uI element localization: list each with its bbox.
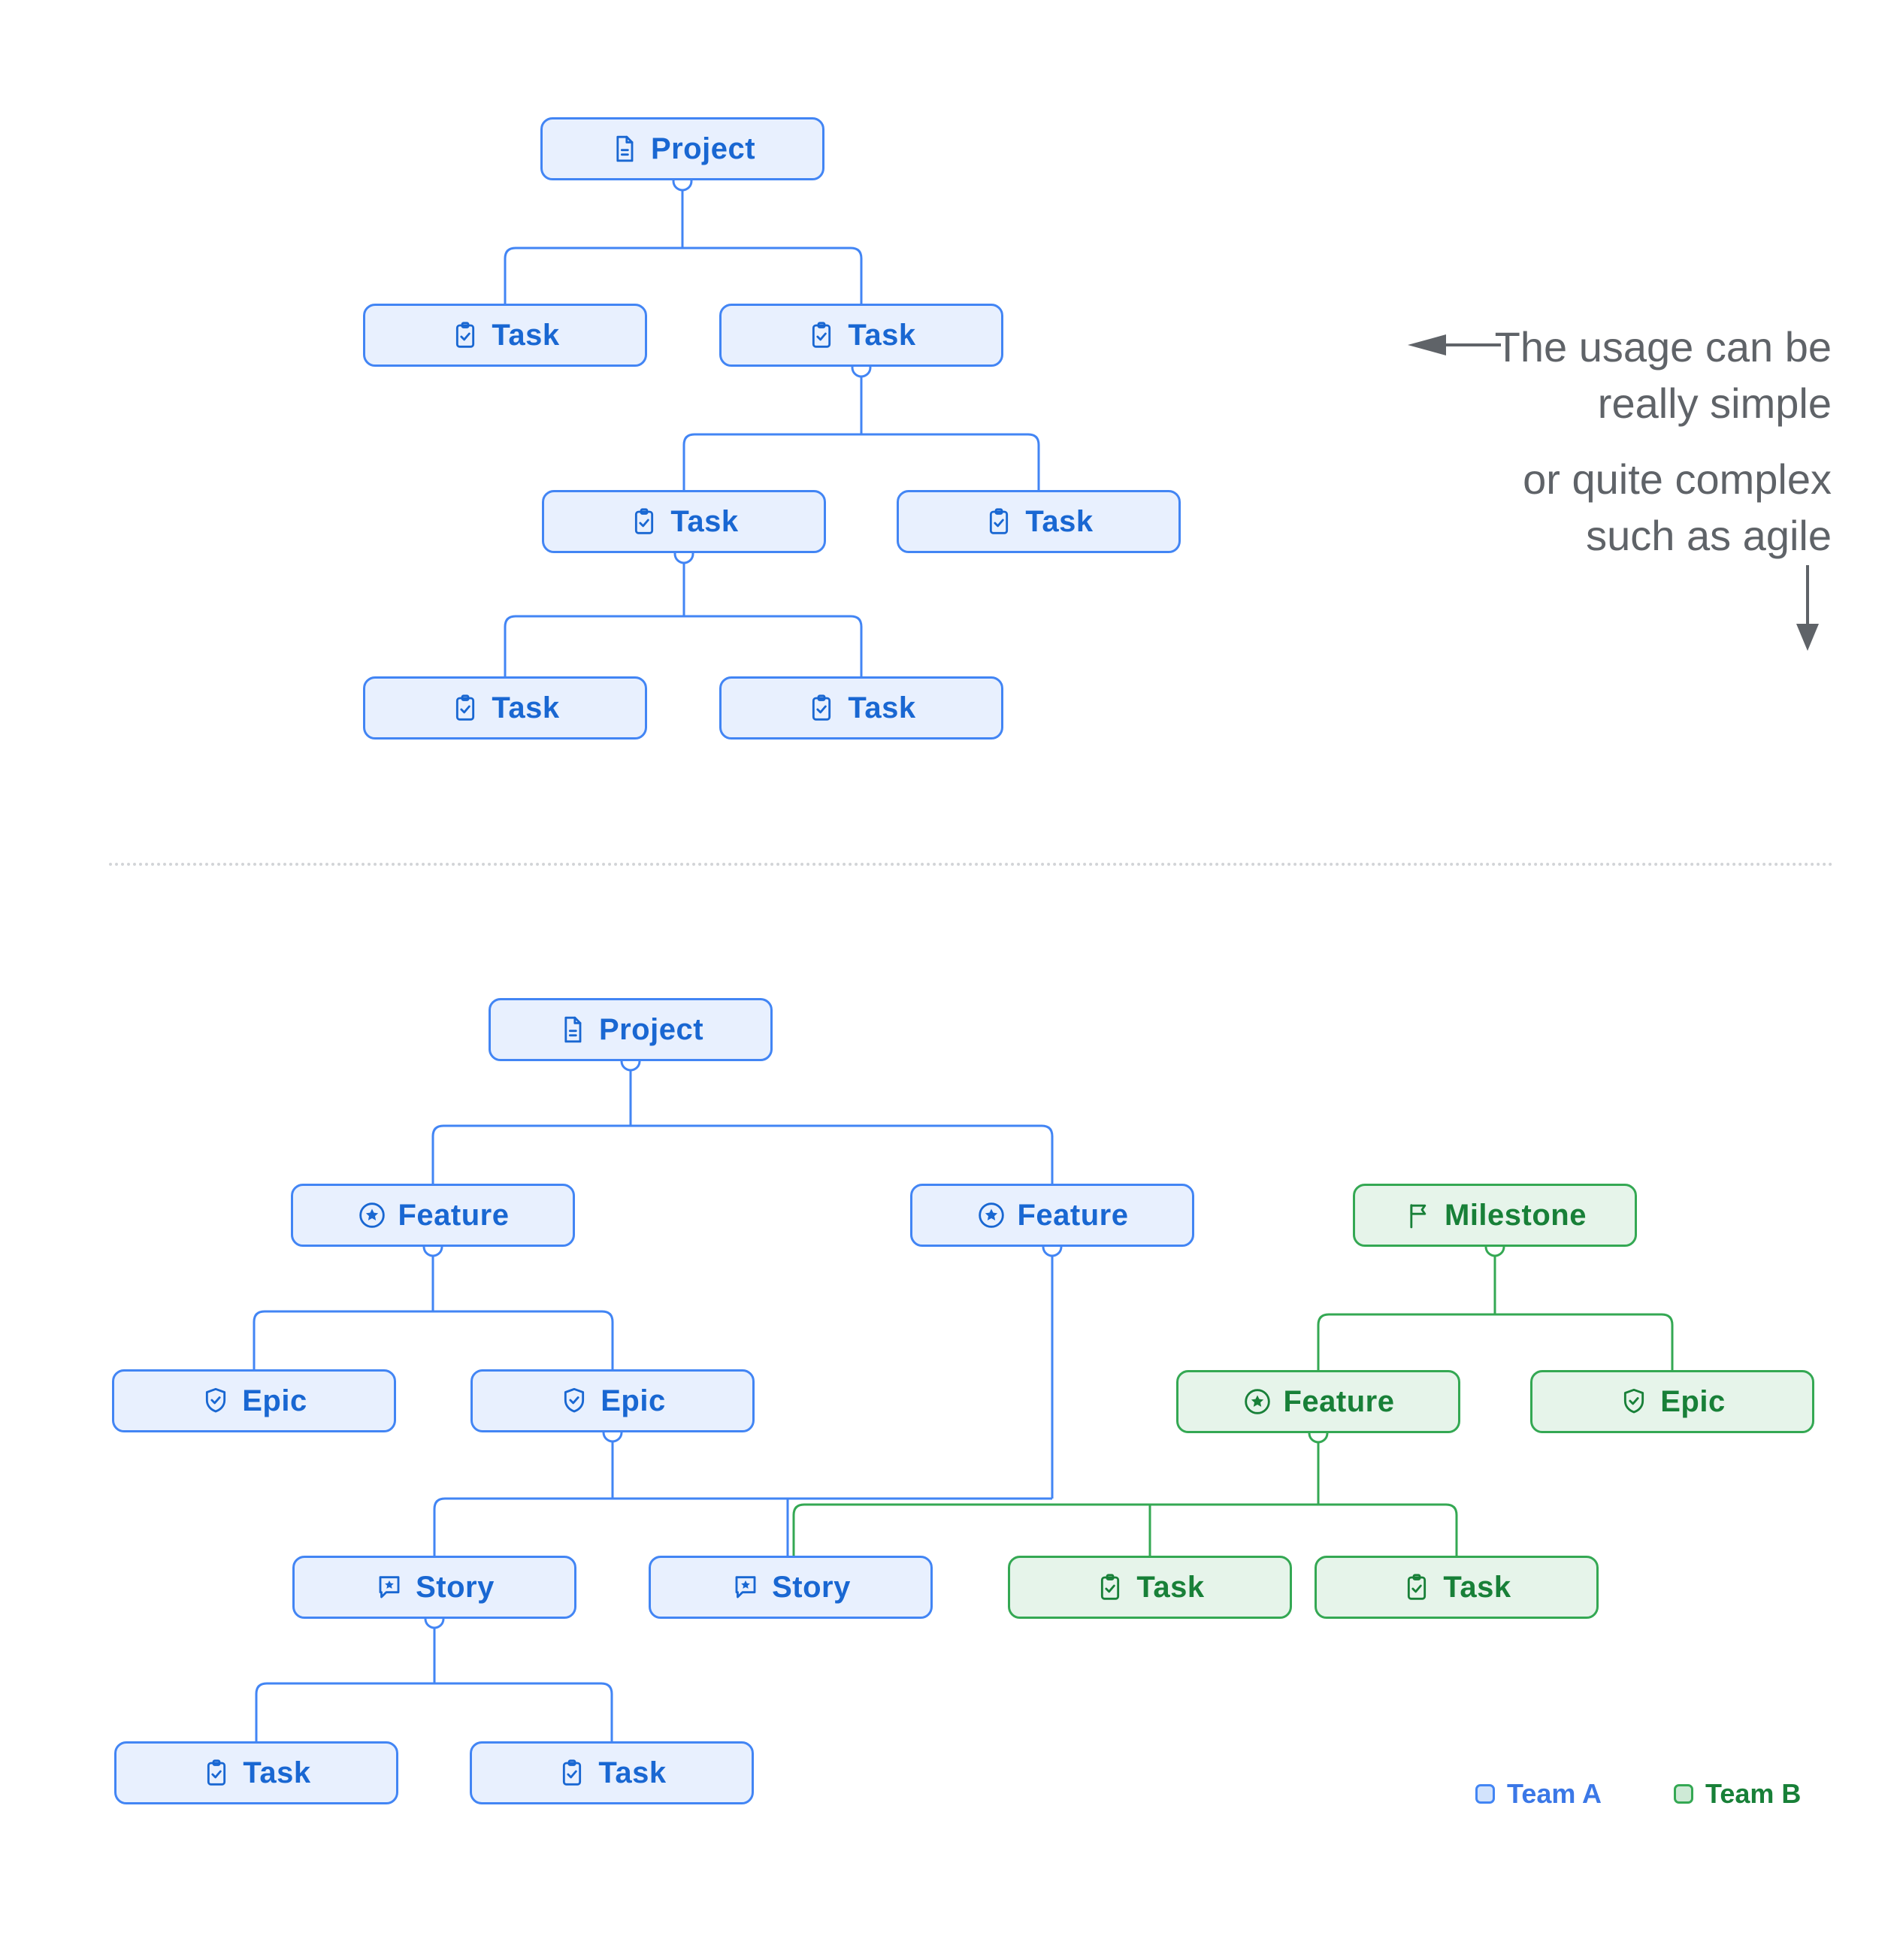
feature-icon [357,1200,387,1230]
task-icon [201,1758,231,1788]
annotation-text: The usage can be really simple or quite … [1260,319,1832,583]
annotation-line: really simple [1597,380,1832,428]
milestone-icon [1403,1200,1433,1230]
node-label: Epic [601,1384,666,1417]
node-label: Epic [242,1384,307,1417]
task-icon [450,693,480,723]
node-task: Task [363,304,647,367]
node-label: Task [598,1756,667,1789]
node-feature: Feature [910,1184,1194,1247]
legend-team-a: Team A [1475,1778,1602,1810]
node-epic: Epic [112,1369,396,1432]
task-icon [806,320,837,350]
legend-team-b: Team B [1674,1778,1801,1810]
annotation-line: The usage can be [1494,323,1832,371]
node-story: Story [292,1556,576,1619]
feature-icon [1242,1387,1272,1417]
node-task: Task [542,490,826,553]
node-label: Project [598,1012,704,1046]
node-task: Task [897,490,1181,553]
node-label: Task [848,318,916,352]
node-project: Project [540,117,824,180]
task-icon [1402,1572,1432,1602]
epic-icon [559,1386,589,1416]
story-icon [731,1572,761,1602]
node-task: Task [114,1741,398,1804]
node-label: Feature [1283,1384,1395,1418]
legend-label: Team A [1507,1778,1602,1809]
node-label: Feature [1017,1198,1129,1232]
task-icon [629,507,659,537]
node-task: Task [363,676,647,740]
node-task: Task [719,676,1003,740]
node-task: Task [719,304,1003,367]
legend-label: Team B [1705,1778,1802,1809]
node-label: Epic [1660,1384,1726,1418]
node-task: Task [1008,1556,1292,1619]
node-label: Task [492,318,560,352]
node-feature: Feature [1176,1370,1460,1433]
node-label: Task [243,1756,311,1789]
task-icon [984,507,1014,537]
node-label: Task [1025,504,1094,538]
node-story: Story [649,1556,933,1619]
node-label: Story [772,1570,851,1604]
node-label: Feature [398,1198,510,1232]
node-task: Task [1315,1556,1599,1619]
annotation-line: such as agile [1586,512,1832,560]
section-separator [109,863,1834,866]
team-a-edges [253,180,1054,1741]
story-icon [374,1572,404,1602]
node-milestone: Milestone [1353,1184,1637,1247]
node-feature: Feature [291,1184,575,1247]
node-epic: Epic [470,1369,755,1432]
node-label: Milestone [1445,1198,1587,1232]
team-b-swatch [1674,1784,1693,1804]
task-icon [557,1758,587,1788]
node-label: Task [492,691,560,724]
annotation-line: or quite complex [1523,455,1832,504]
epic-icon [1619,1387,1649,1417]
node-label: Project [650,132,756,165]
node-label: Task [848,691,916,724]
task-icon [450,320,480,350]
node-project: Project [489,998,773,1061]
team-a-swatch [1475,1784,1495,1804]
document-icon [610,134,640,164]
epic-icon [201,1386,231,1416]
node-label: Task [1136,1570,1205,1604]
node-task: Task [470,1741,754,1804]
node-epic: Epic [1530,1370,1814,1433]
document-icon [558,1015,588,1045]
task-icon [806,693,837,723]
node-label: Story [416,1570,495,1604]
node-label: Task [1443,1570,1511,1604]
feature-icon [976,1200,1006,1230]
task-icon [1095,1572,1125,1602]
node-label: Task [670,504,739,538]
